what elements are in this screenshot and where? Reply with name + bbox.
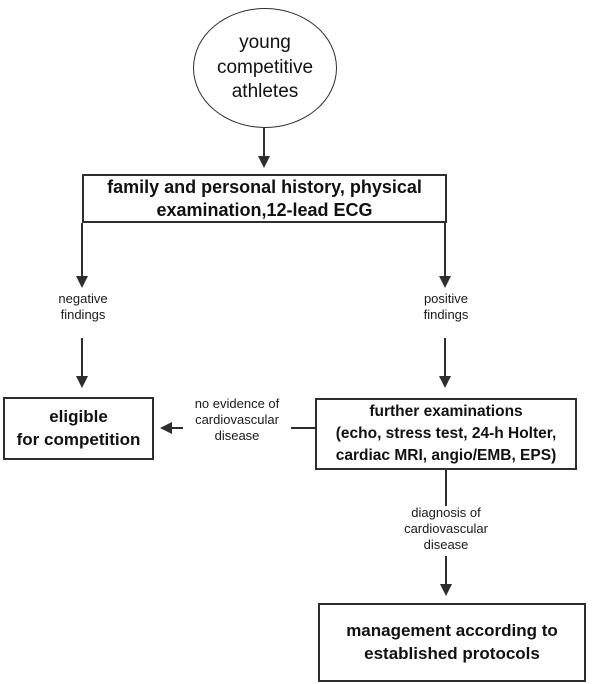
node-eligible-for-competition: eligible for competition — [3, 397, 154, 460]
edge-label-no-evidence: no evidence of cardiovascular disease — [183, 396, 291, 444]
arrow-to-further-head — [439, 376, 451, 388]
edge-label-diagnosis: diagnosis of cardiovascular disease — [404, 505, 488, 552]
arrow-no-evidence-head — [160, 422, 172, 434]
arrow-diagnosis-line — [445, 470, 447, 506]
arrow-negative-branch-line — [81, 223, 83, 276]
node-label: eligible for competition — [16, 407, 141, 449]
node-management-protocols: management according to established prot… — [318, 603, 586, 682]
arrow-to-management-head — [440, 584, 452, 596]
arrow-to-management-line — [445, 556, 447, 584]
node-label: young competitive athletes — [216, 31, 314, 103]
arrow-start-to-screening-line — [263, 128, 265, 156]
arrow-negative-branch-head — [76, 276, 88, 288]
node-label: family and personal history, physical ex… — [107, 177, 422, 220]
node-label: further examinations (echo, stress test,… — [335, 403, 557, 464]
arrow-start-to-screening-head — [258, 156, 270, 168]
arrow-to-eligible-head — [76, 376, 88, 388]
node-young-competitive-athletes: young competitive athletes — [193, 8, 337, 128]
arrow-to-further-line — [444, 338, 446, 376]
node-label: management according to established prot… — [346, 621, 558, 663]
edge-label-negative-findings: negative findings — [58, 291, 108, 322]
arrow-to-eligible-line — [81, 338, 83, 376]
node-further-examinations: further examinations (echo, stress test,… — [315, 398, 577, 470]
edge-label-positive-findings: positive findings — [423, 291, 469, 322]
node-history-exam-ecg: family and personal history, physical ex… — [82, 174, 447, 223]
arrow-positive-branch-head — [439, 276, 451, 288]
arrow-positive-branch-line — [444, 223, 446, 276]
